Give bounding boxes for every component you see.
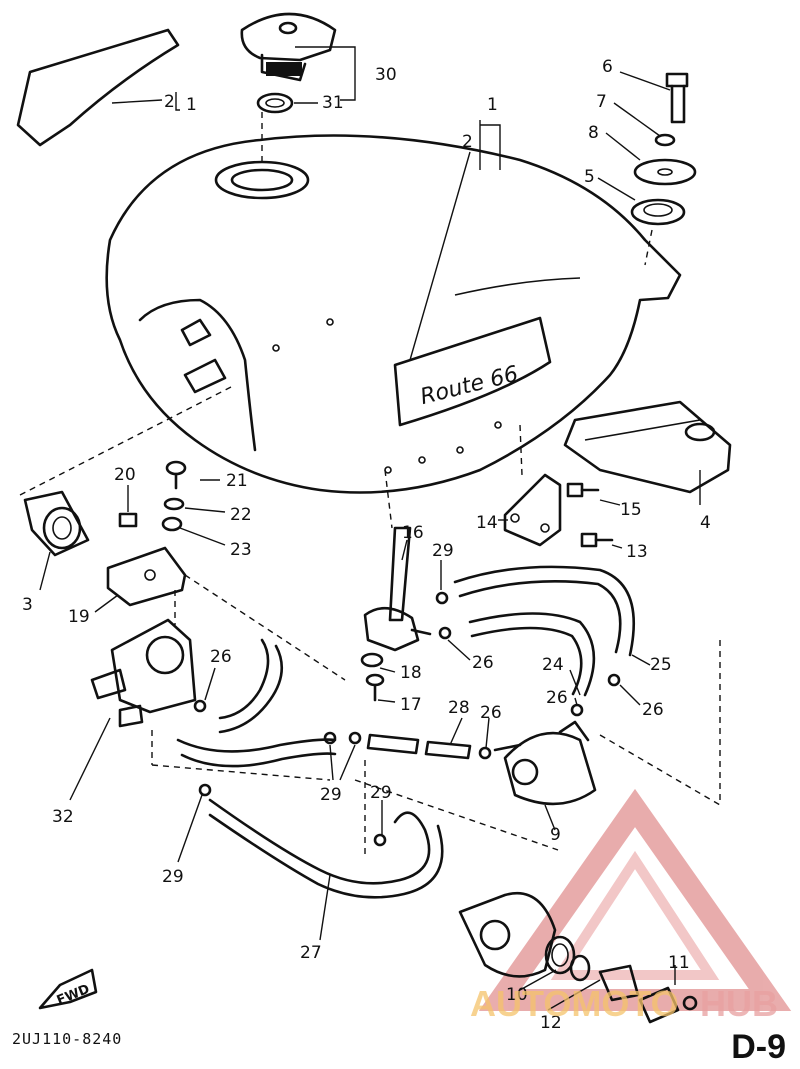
- watermark-primary: AUTOMOTO: [470, 983, 679, 1024]
- callout-3: 3: [22, 595, 33, 615]
- callout-2-left: 2: [164, 92, 175, 112]
- fuel-cock-part: [363, 526, 432, 652]
- cap-gasket-part: [256, 92, 294, 114]
- tank-bracket-part: [563, 400, 732, 494]
- callout-32: 32: [52, 807, 74, 827]
- o-ring-11: [569, 954, 591, 982]
- callout-26-e: 26: [480, 703, 502, 723]
- callout-18: 18: [400, 663, 422, 683]
- callout-23: 23: [230, 540, 252, 560]
- callout-8: 8: [588, 123, 599, 143]
- assembly-lines: [19, 112, 721, 855]
- washer-23: [161, 516, 183, 532]
- callout-20: 20: [114, 465, 136, 485]
- hose-clips: [193, 591, 621, 847]
- callout-12: 12: [540, 1013, 562, 1033]
- callout-29-d: 29: [162, 867, 184, 887]
- fuel-pump-part: [90, 618, 197, 728]
- screw-20: [118, 512, 138, 528]
- callout-29-a: 29: [432, 541, 454, 561]
- bolt-15: [566, 482, 600, 498]
- screw-21: [165, 460, 187, 490]
- flat-washer-part: [633, 158, 697, 186]
- damper-part: [630, 198, 686, 226]
- stay-bracket-part: [503, 473, 562, 547]
- callout-29-c: 29: [370, 783, 392, 803]
- callout-26-b: 26: [472, 653, 494, 673]
- watermark-text: AUTOMOTO HUB: [470, 983, 778, 1024]
- o-ring-10: [544, 935, 576, 975]
- grommet-part: [23, 490, 90, 557]
- fuel-valve-part: [493, 720, 597, 806]
- callout-labels: 2 1 30 31 1 2 6 7 8 5 4 15 14 13 16 18 1…: [22, 57, 711, 1033]
- callout-13: 13: [626, 542, 648, 562]
- washer-22: [163, 497, 185, 511]
- callout-31: 31: [322, 93, 344, 113]
- side-panel-part: [16, 28, 180, 147]
- callout-5: 5: [584, 167, 595, 187]
- valve-assembly-part: [458, 891, 557, 978]
- fuel-hoses: [176, 565, 636, 899]
- tank-cap-part: [240, 12, 337, 82]
- callout-4: 4: [700, 513, 711, 533]
- callout-10: 10: [506, 985, 528, 1005]
- callout-2: 2: [462, 132, 473, 152]
- drawing-code: 2UJ110-8240: [12, 1030, 123, 1048]
- callout-24: 24: [542, 655, 564, 675]
- callout-1-left: 1: [186, 95, 197, 115]
- tank-badge: Route 66: [393, 316, 552, 427]
- callout-14: 14: [476, 513, 498, 533]
- callout-16: 16: [402, 523, 424, 543]
- callout-17: 17: [400, 695, 422, 715]
- washer-part: [654, 133, 676, 147]
- bolt-13: [580, 532, 614, 548]
- callout-30: 30: [375, 65, 397, 85]
- callout-19: 19: [68, 607, 90, 627]
- callout-29-b: 29: [320, 785, 342, 805]
- washer-18: [360, 652, 384, 668]
- callout-21: 21: [226, 471, 248, 491]
- callout-11: 11: [668, 953, 690, 973]
- screw-17: [365, 673, 385, 702]
- fwd-arrow: FWD: [38, 968, 98, 1010]
- callout-26-a: 26: [210, 647, 232, 667]
- callout-22: 22: [230, 505, 252, 525]
- callout-6: 6: [602, 57, 613, 77]
- knob-12: [598, 964, 698, 1024]
- leader-lines: [39, 46, 701, 1011]
- watermark-secondary: HUB: [700, 983, 778, 1024]
- callout-26-d: 26: [642, 700, 664, 720]
- watermark-logo: [478, 788, 792, 1011]
- page-id: D-9: [731, 1028, 786, 1066]
- callout-7: 7: [596, 92, 607, 112]
- callout-27: 27: [300, 943, 322, 963]
- plate-19: [106, 546, 187, 607]
- bolt-part: [665, 72, 689, 124]
- callout-26-c: 26: [546, 688, 568, 708]
- callout-9: 9: [550, 825, 561, 845]
- callout-28: 28: [448, 698, 470, 718]
- callout-1: 1: [487, 95, 498, 115]
- callout-15: 15: [620, 500, 642, 520]
- callout-25: 25: [650, 655, 672, 675]
